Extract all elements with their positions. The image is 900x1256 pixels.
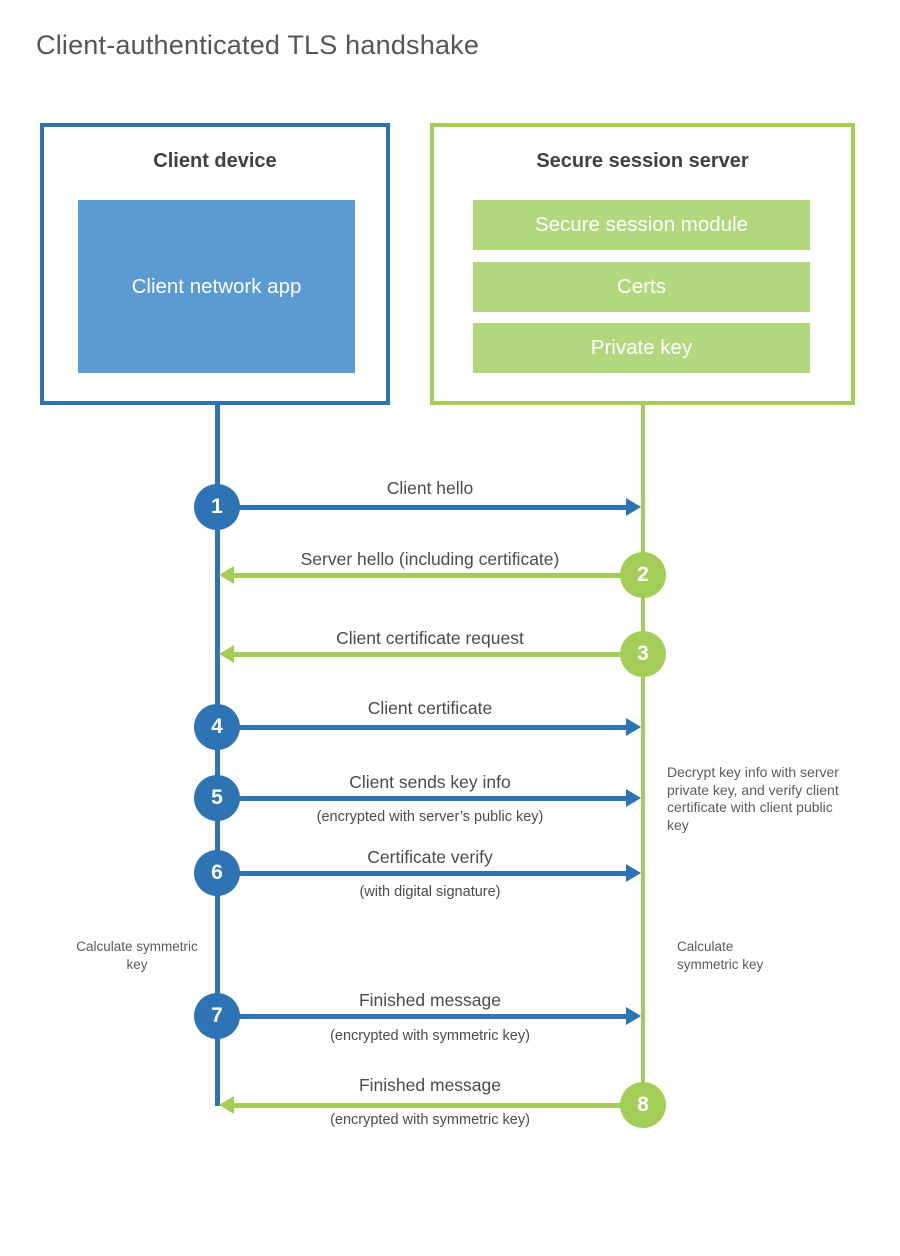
decrypt-key-note: Decrypt key info with server private key… <box>667 764 839 833</box>
step-3-badge: 3 <box>620 631 666 677</box>
step-7-badge: 7 <box>194 993 240 1039</box>
arrow-line <box>234 573 643 578</box>
message-5-sublabel: (encrypted with server’s public key) <box>316 809 544 825</box>
message-4-label: Client certificate <box>367 698 493 718</box>
arrowhead-left-icon <box>219 566 234 584</box>
message-7-sublabel: (encrypted with symmetric key) <box>330 1028 530 1044</box>
message-3-label: Client certificate request <box>336 628 524 648</box>
calculate-key-note-server: Calculate symmetric key <box>677 939 764 972</box>
arrowhead-right-icon <box>626 789 641 807</box>
arrowhead-left-icon <box>219 1096 234 1114</box>
step-4-badge: 4 <box>194 704 240 750</box>
step-8-badge: 8 <box>620 1082 666 1128</box>
arrow-line <box>234 1103 643 1108</box>
arrowhead-right-icon <box>626 1007 641 1025</box>
arrowhead-right-icon <box>626 864 641 882</box>
arrowhead-right-icon <box>626 718 641 736</box>
arrow-line <box>217 725 626 730</box>
step-5-badge: 5 <box>194 775 240 821</box>
arrow-line <box>217 871 626 876</box>
client-network-app-label: Client network app <box>131 274 302 298</box>
step-2-badge: 2 <box>620 552 666 598</box>
message-7-label: Finished message <box>358 990 502 1010</box>
arrowhead-right-icon <box>626 498 641 516</box>
server-module-label: Secure session module <box>534 213 749 236</box>
arrow-line <box>217 505 626 510</box>
server-module-secure-session: Secure session module <box>473 200 810 250</box>
client-device-title: Client device <box>153 150 277 172</box>
server-module-certs: Certs <box>473 262 810 312</box>
server-module-label: Certs <box>617 275 666 298</box>
message-1-label: Client hello <box>386 478 474 498</box>
page-title: Client-authenticated TLS handshake <box>36 30 480 60</box>
calculate-key-note-client: Calculate symmetric key <box>76 939 198 972</box>
message-2-label: Server hello (including certificate) <box>300 549 560 569</box>
message-8-sublabel: (encrypted with symmetric key) <box>330 1112 530 1128</box>
arrow-line <box>217 1014 626 1019</box>
message-6-label: Certificate verify <box>367 847 493 867</box>
message-5-label: Client sends key info <box>349 772 511 792</box>
arrow-line <box>234 652 643 657</box>
client-network-app-box: Client network app <box>78 200 355 373</box>
arrow-line <box>217 796 626 801</box>
server-module-private-key: Private key <box>473 323 810 373</box>
server-box-title: Secure session server <box>536 150 749 172</box>
step-6-badge: 6 <box>194 850 240 896</box>
message-8-label: Finished message <box>358 1075 502 1095</box>
server-lifeline <box>640 405 645 1106</box>
client-lifeline <box>215 405 220 1106</box>
server-module-label: Private key <box>590 336 693 359</box>
message-6-sublabel: (with digital signature) <box>359 884 501 900</box>
step-1-badge: 1 <box>194 484 240 530</box>
arrowhead-left-icon <box>219 645 234 663</box>
